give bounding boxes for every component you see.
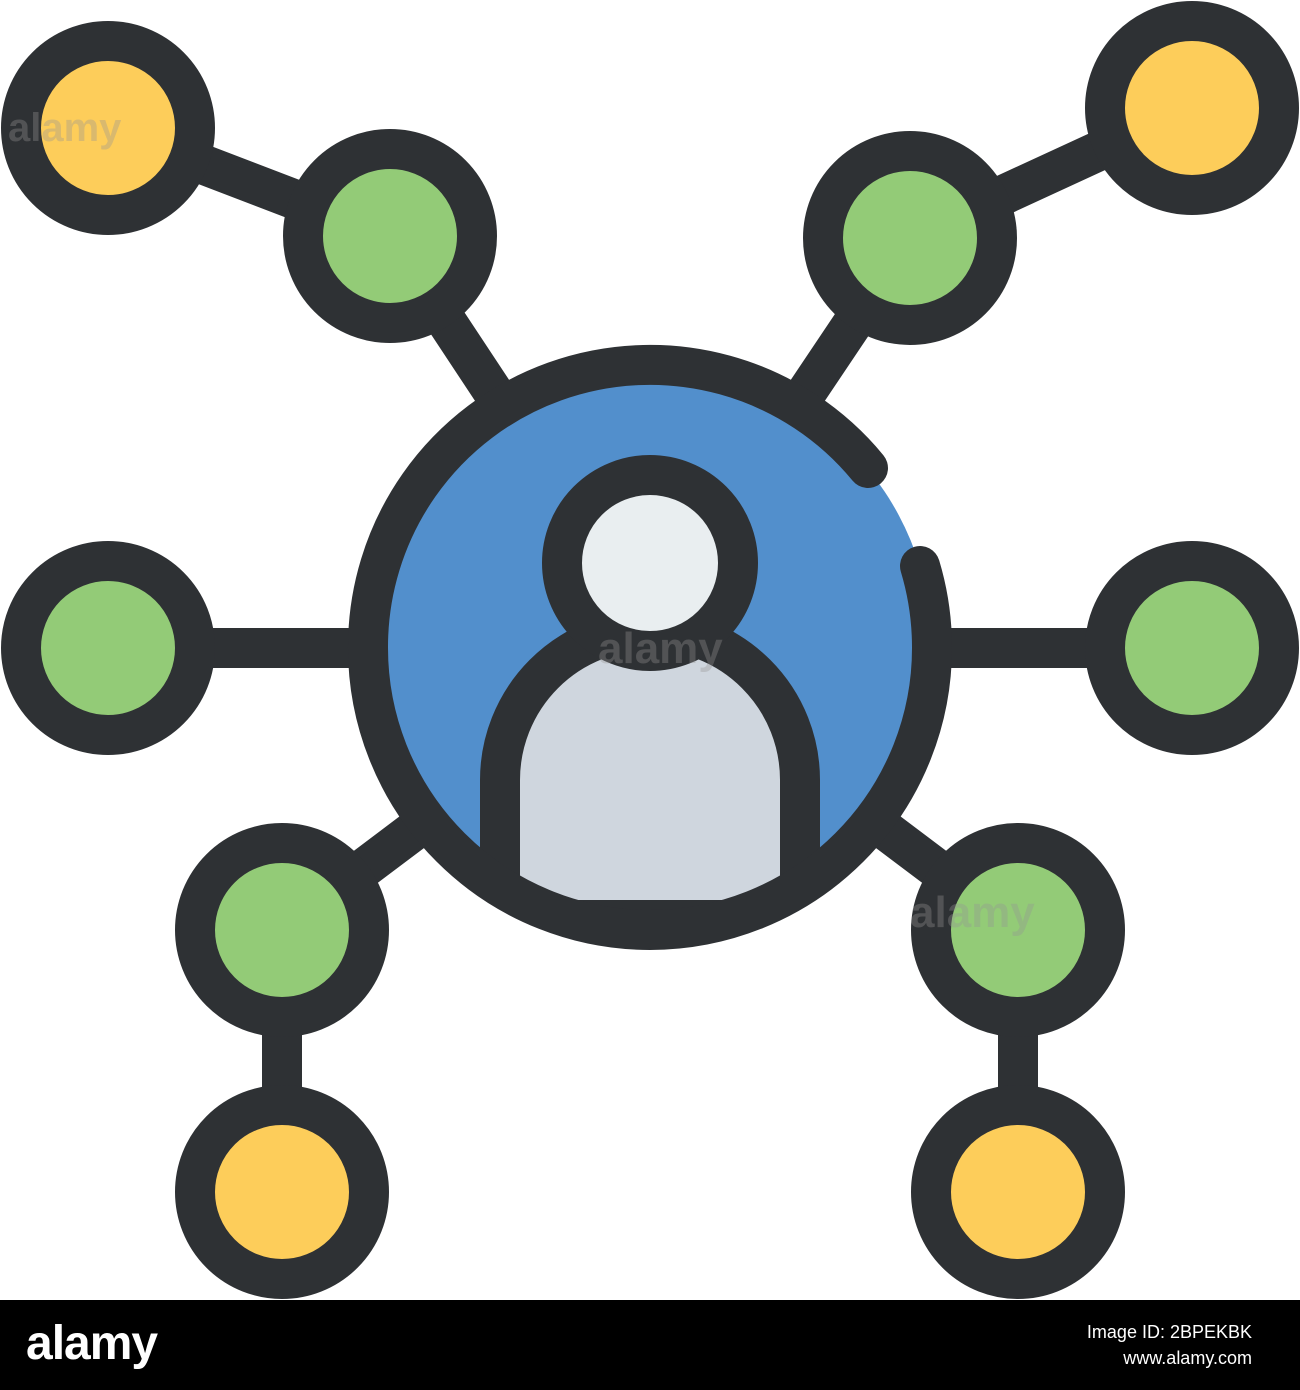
inner-nodes: [1, 129, 1299, 1037]
hub-outline: [347, 344, 953, 950]
person-head: [542, 455, 758, 671]
outer-nodes: [1, 1, 1299, 1299]
inner-node: [803, 131, 1017, 345]
hub-node: [347, 344, 953, 950]
outer-node: [1085, 1, 1299, 215]
icon-canvas: [0, 0, 1300, 1300]
inner-node: [283, 129, 497, 343]
inner-node: [1085, 541, 1299, 755]
inner-node: [1, 541, 215, 755]
footer-bar: alamy Image ID: 2BPEKBK www.alamy.com: [0, 1300, 1300, 1390]
footer-meta: Image ID: 2BPEKBK www.alamy.com: [1087, 1319, 1252, 1371]
inner-node: [175, 823, 389, 1037]
outer-node: [175, 1085, 389, 1299]
outer-node: [1, 21, 215, 235]
footer-logo: alamy: [26, 1317, 158, 1371]
network-user-icon: [1, 1, 1299, 1299]
image-id-label: Image ID: 2BPEKBK: [1086, 1321, 1252, 1342]
user-figure: [480, 610, 820, 930]
site-url: www.alamy.com: [1123, 1348, 1252, 1368]
outer-node: [911, 1085, 1125, 1299]
inner-node: [911, 823, 1125, 1037]
person-body: [480, 610, 820, 930]
